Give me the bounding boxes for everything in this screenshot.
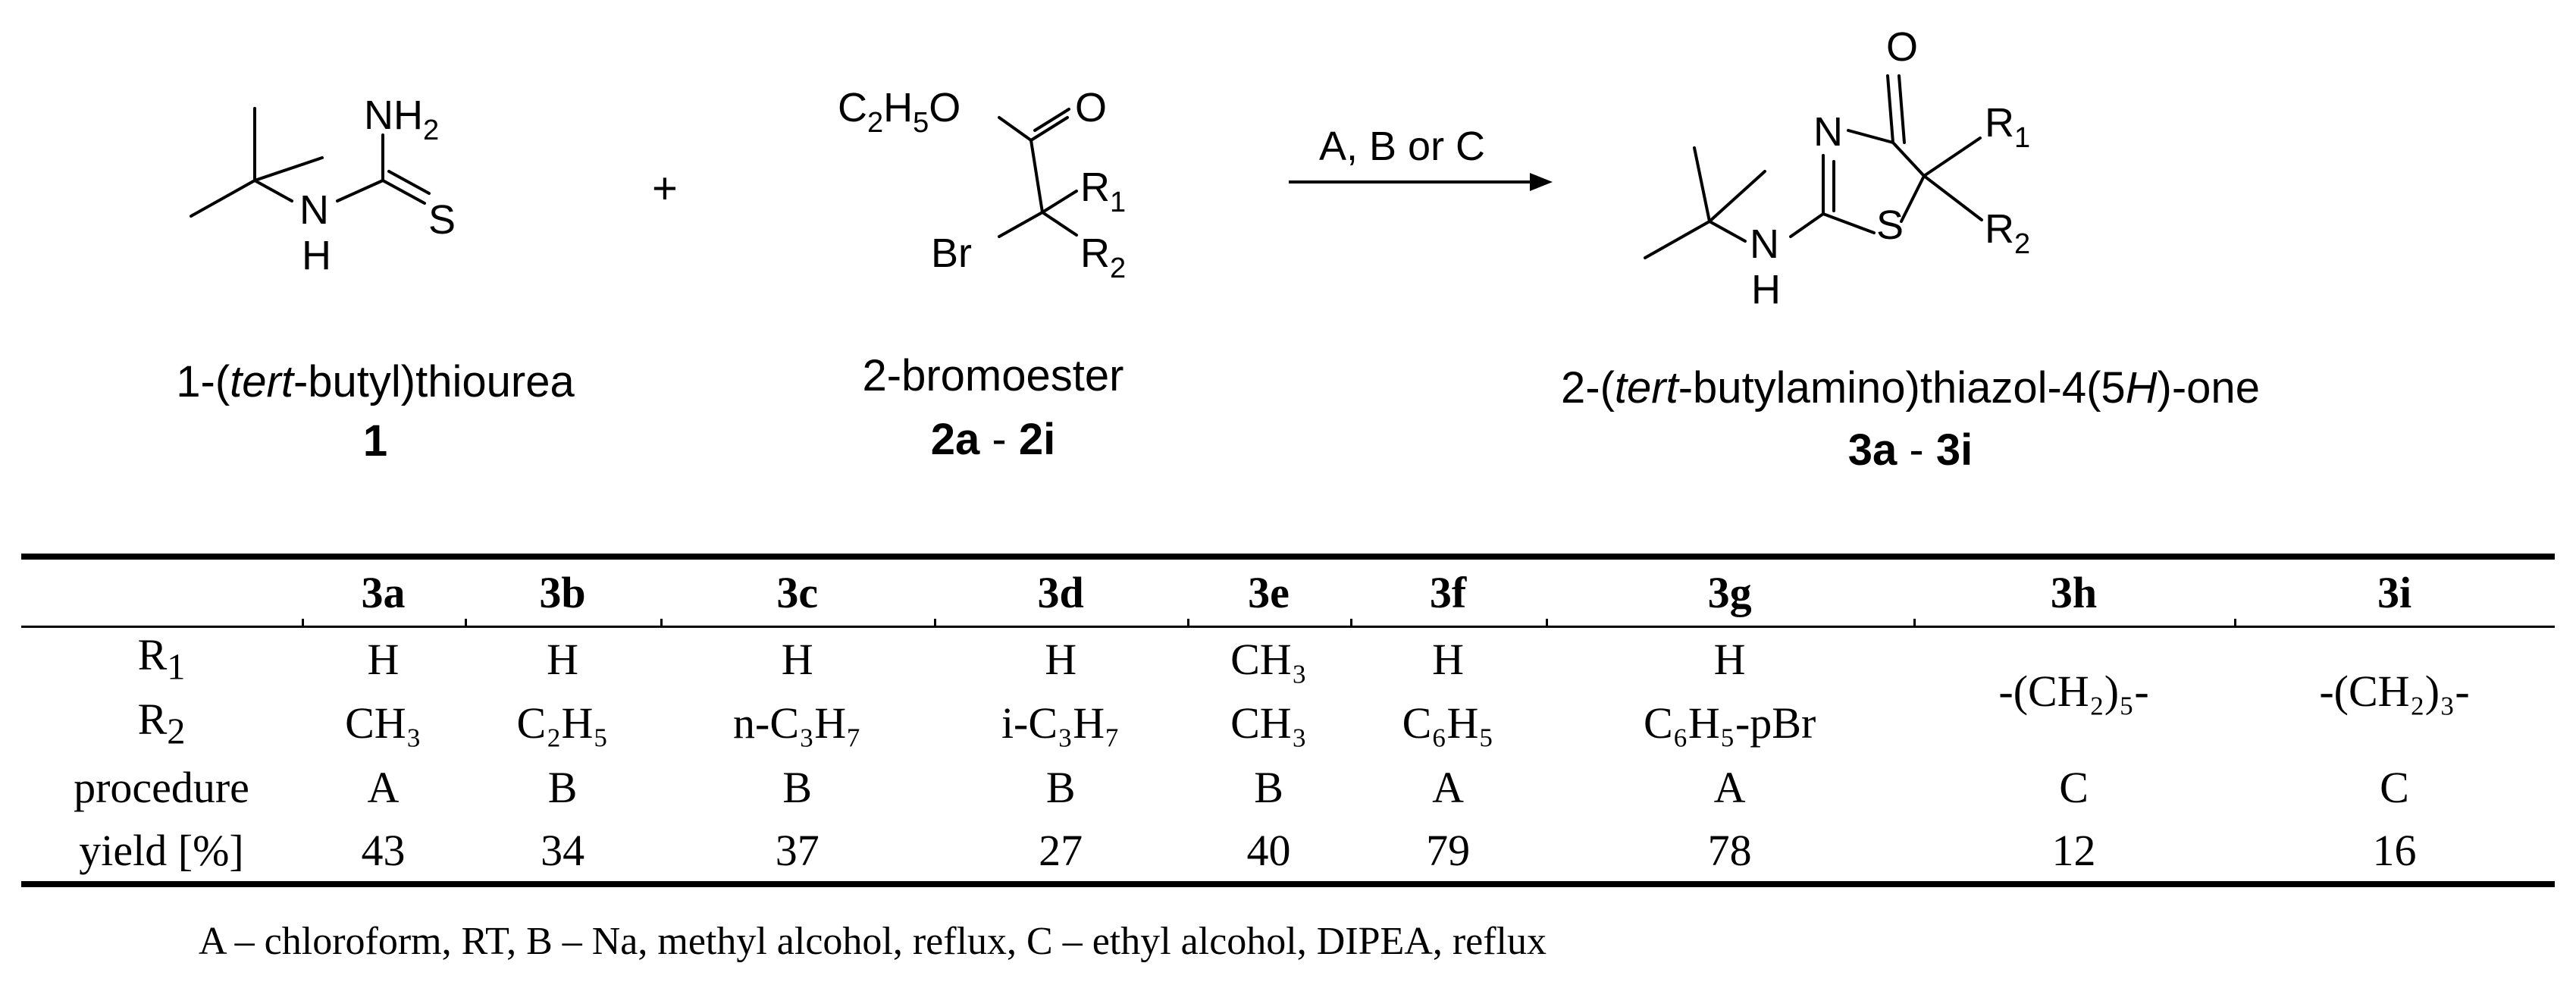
- col-header-3h: 3h: [1913, 554, 2234, 631]
- cell-procedure-3h: C: [2059, 763, 2089, 812]
- r1-label: R1: [1080, 165, 1126, 218]
- plus-sign: +: [652, 164, 678, 213]
- reaction-arrow: [1289, 173, 1553, 191]
- table-row-r2: R2 CH₃ C₂H₅ n-C₃H₇ i-C₃H₇ CH₃ C₆H₅ C₆H₅-…: [21, 691, 2555, 755]
- reactant2-caption: 2-bromoester: [862, 351, 1124, 400]
- row-label-yield: yield [%]: [21, 820, 302, 887]
- cell-procedure-3a: A: [367, 763, 400, 812]
- cell-merged-3h: -(CH₂)₅-: [1998, 667, 2149, 717]
- product-caption: 2-(tert-butylamino)thiazol-4(5H)-one: [1561, 363, 2260, 413]
- col-header-3d: 3d: [934, 554, 1188, 631]
- procedure-footnote: A – chloroform, RT, B – Na, methyl alcoh…: [199, 920, 1547, 963]
- bromoester-structure: C2H5O O R1 Br R2: [838, 85, 1126, 284]
- cell-yield-3g: 78: [1546, 820, 1914, 887]
- cell-merged-3i: -(CH₂)₃-: [2319, 667, 2470, 717]
- cell-r1-3g: H: [1713, 634, 1746, 684]
- reactant1-number: 1: [362, 416, 388, 466]
- cell-r1-3c: H: [781, 634, 813, 684]
- cell-yield-3f: 79: [1350, 820, 1547, 887]
- br-label: Br: [931, 231, 972, 276]
- col-header-3i: 3i: [2234, 554, 2555, 631]
- cell-r1-3b: H: [547, 634, 578, 684]
- nh-h-label: H: [302, 233, 331, 278]
- ethoxy-label: C2H5O: [838, 85, 961, 139]
- table-header-row: 3a 3b 3c 3d 3e 3f 3g 3h 3i: [21, 554, 2555, 631]
- results-table: 3a 3b 3c 3d 3e 3f 3g 3h 3i R1 H H H H CH…: [21, 554, 2555, 887]
- cell-procedure-3i: C: [2380, 763, 2409, 812]
- col-header-3e: 3e: [1187, 554, 1351, 631]
- cell-r2-3g: C₆H₅-pBr: [1643, 698, 1816, 748]
- reactant1-caption: 1-(tert-butyl)thiourea: [176, 357, 575, 406]
- cell-procedure-3f: A: [1432, 763, 1465, 812]
- col-header-3c: 3c: [660, 554, 935, 631]
- cell-procedure-3e: B: [1254, 763, 1283, 812]
- cell-r2-3a: CH₃: [345, 698, 421, 748]
- cell-yield-3e: 40: [1187, 820, 1351, 887]
- header-empty-cell: [21, 554, 302, 628]
- cell-yield-3c: 37: [660, 820, 935, 887]
- col-header-3f: 3f: [1350, 554, 1547, 631]
- col-header-3a: 3a: [302, 554, 465, 631]
- cell-procedure-3c: B: [782, 763, 813, 812]
- cell-r2-3b: C₂H₅: [516, 698, 609, 748]
- cell-r2-3e: CH₃: [1230, 698, 1307, 748]
- row-label-procedure: procedure: [74, 763, 249, 812]
- r2-label: R2: [1080, 231, 1126, 284]
- cell-yield-3d: 27: [934, 820, 1188, 887]
- thiazolone-structure: O N R1 N H S R2: [1644, 24, 2030, 312]
- cell-r1-3d: H: [1045, 634, 1077, 684]
- cell-yield-3b: 34: [465, 820, 661, 887]
- nh2-label: NH2: [364, 93, 439, 146]
- col-header-3b: 3b: [465, 554, 661, 631]
- ring-n-label: N: [1813, 109, 1843, 155]
- product-r1-label: R1: [1985, 100, 2030, 154]
- cell-yield-3i: 16: [2234, 820, 2555, 887]
- carbonyl-o-label: O: [1075, 85, 1107, 130]
- table-row-procedure: procedure A B B B B A A C C: [21, 755, 2555, 820]
- table-row-r1: R1 H H H H CH₃ H H -(CH₂)₅- -(CH₂)₃-: [21, 626, 2555, 716]
- row-label-r1: R1: [137, 630, 186, 689]
- cell-r2-3f: C₆H₅: [1402, 698, 1494, 748]
- arrow-conditions-label: A, B or C: [1319, 124, 1486, 169]
- cell-yield-3h: 12: [1913, 820, 2234, 887]
- row-label-r2: R2: [137, 694, 186, 752]
- cell-r1-3f: H: [1432, 634, 1465, 684]
- product-r2-label: R2: [1985, 206, 2030, 260]
- cell-procedure-3b: B: [547, 763, 578, 812]
- thione-s-label: S: [428, 197, 456, 243]
- nh-n-label: N: [299, 187, 329, 233]
- amino-h-label: H: [1751, 267, 1781, 312]
- amino-n-label: N: [1750, 221, 1779, 267]
- cell-yield-3a: 43: [302, 820, 465, 887]
- cell-r2-3d: i-C₃H₇: [1001, 698, 1120, 748]
- cell-r1-3e: CH₃: [1230, 634, 1307, 684]
- cell-r1-3a: H: [367, 634, 400, 684]
- product-o-label: O: [1886, 24, 1918, 70]
- cell-r2-3c: n-C₃H₇: [733, 698, 862, 748]
- table-row-yield: yield [%] 43 34 37 27 40 79 78 12 16: [21, 820, 2555, 887]
- col-header-3g: 3g: [1546, 554, 1914, 631]
- ring-s-label: S: [1876, 202, 1904, 248]
- cell-procedure-3g: A: [1713, 763, 1746, 812]
- product-number: 3a - 3i: [1847, 425, 1973, 475]
- reactant2-number: 2a - 2i: [930, 415, 1056, 464]
- cell-procedure-3d: B: [1045, 763, 1076, 812]
- tert-butylthiourea-structure: NH2 N H S: [190, 93, 456, 278]
